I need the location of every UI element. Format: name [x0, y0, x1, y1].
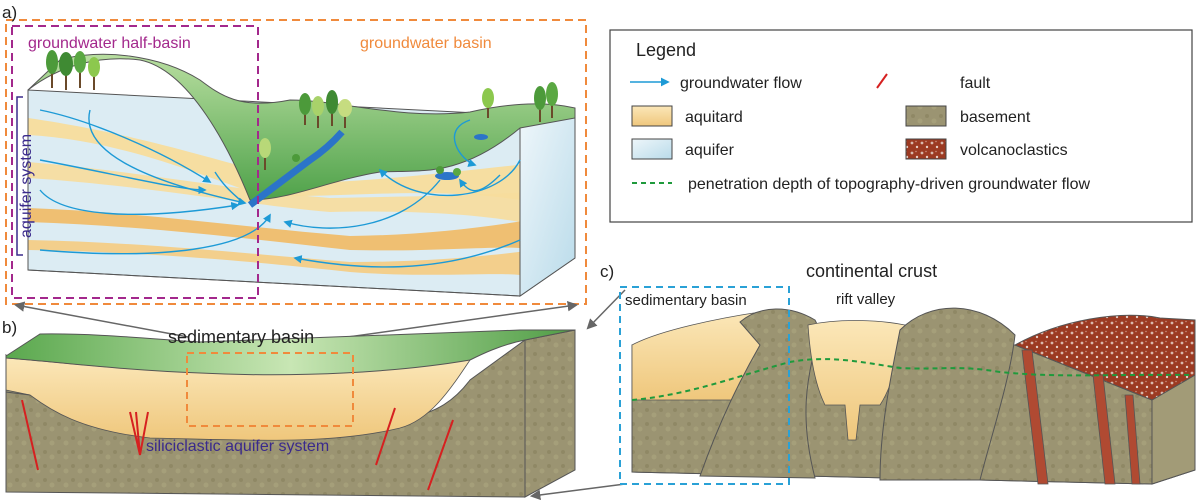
basin-label: groundwater basin: [360, 35, 492, 52]
groundwater-flow-arrows: [39, 109, 521, 268]
legend-title: Legend: [636, 40, 696, 60]
aquifer-system-bracket: [16, 96, 23, 256]
panel-c-volcanoclastics: [1013, 314, 1196, 401]
legend-volcanoclastics-swatch: [905, 138, 947, 160]
legend-label-aquifer: aquifer: [685, 142, 735, 159]
tree-icon: [59, 52, 73, 90]
legend-label-groundwater-flow: groundwater flow: [680, 75, 802, 92]
panel-a-letter: a): [2, 3, 17, 22]
legend-frame: [609, 29, 1193, 223]
tree-icon: [74, 51, 86, 88]
flow-arrow: [293, 239, 521, 268]
panel-c-title: continental crust: [806, 261, 937, 281]
flow-arrow: [39, 109, 212, 183]
tree-icon: [88, 57, 100, 90]
panel-b: [5, 329, 576, 498]
connector-arrows: [13, 289, 626, 501]
legend-label-aquitard: aquitard: [685, 109, 743, 126]
tree-icon: [482, 88, 494, 118]
flow-arrow: [88, 109, 247, 206]
aquifer-system-label: aquifer system: [18, 134, 35, 238]
tree-icon: [259, 138, 271, 170]
flow-arrow: [378, 159, 521, 197]
legend-label-fault: fault: [960, 75, 991, 92]
lake: [435, 172, 459, 180]
panel-c-dikes: [1021, 349, 1141, 485]
tree-icons: [46, 50, 558, 176]
panel-a: [5, 19, 587, 305]
panel-c-right-mountain: [879, 307, 1016, 481]
tree-icon: [534, 86, 546, 122]
tree-icon: [299, 93, 311, 125]
panel-b-title: sedimentary basin: [168, 327, 314, 347]
tree-icon: [312, 96, 324, 128]
sedimentary-basin-box-c: [619, 286, 790, 485]
fault-line: [129, 411, 149, 456]
panel-a-land-surface: [27, 53, 576, 201]
flow-arrow: [39, 189, 240, 215]
penetration-depth-line: [631, 358, 1191, 401]
fault-line: [375, 407, 396, 466]
panel-b-aquifer-label: siliciclastic aquifer system: [146, 438, 329, 455]
flow-arrow: [39, 213, 271, 255]
shrub-icon: [292, 154, 461, 176]
fault-line: [427, 419, 454, 491]
panel-b-land-surface: [5, 329, 576, 376]
flow-arrow: [459, 174, 501, 192]
tree-icon: [326, 90, 338, 126]
legend-fault-icon: [876, 73, 888, 89]
panel-b-faults: [21, 399, 454, 491]
flow-arrow: [39, 159, 207, 195]
tree-icon: [46, 50, 58, 88]
flow-arrow: [214, 171, 241, 201]
groundwater-basin-box: [5, 19, 587, 305]
pond: [474, 134, 488, 140]
tree-icon: [546, 82, 558, 118]
panel-c-rift-fill: [807, 320, 906, 441]
connector-arrow: [529, 483, 626, 501]
legend-basement-swatch: [905, 105, 947, 127]
legend-label-penetration-depth: penetration depth of topography-driven g…: [688, 176, 1090, 193]
flow-arrow: [453, 119, 477, 167]
panel-c-basin-label: sedimentary basin: [625, 292, 747, 309]
legend-label-basement: basement: [960, 109, 1031, 126]
tree-icon: [338, 99, 352, 128]
half-basin-label: groundwater half-basin: [28, 35, 191, 52]
rift-valley-label: rift valley: [836, 291, 896, 308]
connector-arrow: [586, 289, 626, 330]
flow-arrow: [283, 179, 441, 229]
legend-label-volcanoclastics: volcanoclastics: [960, 142, 1068, 159]
connector-arrow: [13, 301, 189, 338]
legend-aquifer-swatch: [631, 138, 673, 160]
legend-aquitard-swatch: [631, 105, 673, 127]
panel-b-letter: b): [2, 318, 17, 337]
groundwater-half-basin-box: [11, 25, 259, 299]
fault-line: [21, 399, 39, 471]
labels: a) groundwater half-basin groundwater ba…: [2, 3, 1090, 455]
river: [247, 129, 345, 208]
connector-arrow: [347, 300, 579, 338]
panel-c-letter: c): [600, 262, 614, 281]
panel-c: [619, 286, 1196, 485]
legend: [609, 29, 1193, 223]
